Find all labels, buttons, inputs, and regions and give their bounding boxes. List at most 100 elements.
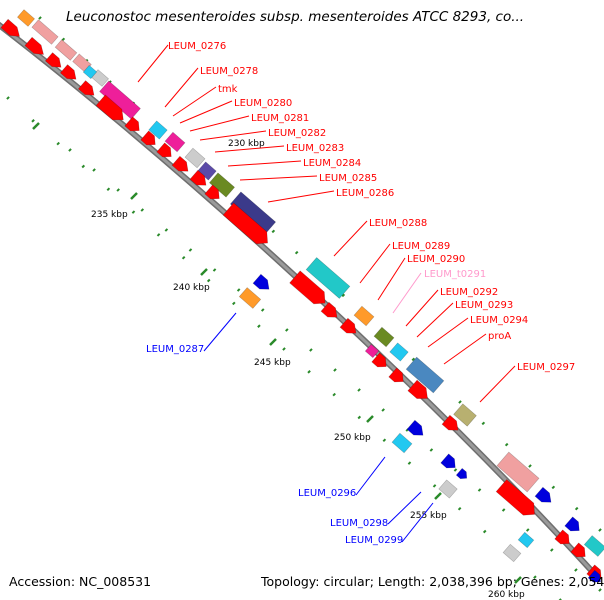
gene-block bbox=[77, 80, 95, 96]
label-leader bbox=[267, 190, 335, 203]
scale-dot bbox=[533, 575, 537, 579]
scale-dot bbox=[481, 421, 486, 426]
gene-block bbox=[289, 270, 326, 305]
gene-block bbox=[171, 155, 189, 172]
gene-block bbox=[583, 535, 604, 557]
gene-block bbox=[405, 356, 445, 394]
gene-label: LEUM_0276 bbox=[168, 41, 226, 52]
scale-dot bbox=[271, 229, 276, 234]
gene-block bbox=[495, 479, 535, 516]
label-leader bbox=[416, 302, 454, 338]
map-title: Leuconostoc mesenteroides subsp. mesente… bbox=[66, 9, 525, 25]
scale-dot bbox=[482, 529, 487, 534]
scale-dot bbox=[285, 328, 289, 332]
scale-dot bbox=[294, 250, 299, 255]
scale-dot bbox=[429, 448, 434, 452]
label-leader bbox=[189, 115, 250, 132]
gene-block bbox=[438, 479, 458, 499]
gene-block bbox=[371, 352, 387, 368]
gene-block bbox=[455, 467, 468, 480]
gene-block bbox=[554, 529, 570, 545]
gene-label: LEUM_0290 bbox=[407, 254, 465, 265]
gene-block bbox=[339, 317, 357, 334]
gene-block bbox=[222, 202, 268, 245]
scale-dot bbox=[282, 347, 286, 351]
scale-dot bbox=[156, 233, 161, 237]
gene-block bbox=[124, 116, 140, 132]
gene-block bbox=[197, 161, 217, 181]
gene-label: LEUM_0280 bbox=[234, 98, 292, 109]
gene-block bbox=[189, 169, 207, 186]
gene-label: LEUM_0284 bbox=[303, 158, 361, 169]
scale-dot bbox=[457, 506, 462, 511]
scale-dot bbox=[260, 308, 265, 312]
gene-block bbox=[534, 486, 552, 503]
label-leader bbox=[333, 220, 368, 257]
gene-block bbox=[54, 39, 78, 61]
label-leader bbox=[214, 145, 285, 153]
gene-label: LEUM_0281 bbox=[251, 113, 309, 124]
scale-dot bbox=[31, 119, 35, 123]
gene-block bbox=[441, 414, 459, 431]
gene-block bbox=[44, 52, 62, 68]
gene-block bbox=[353, 305, 375, 327]
gene-block bbox=[388, 367, 404, 383]
scale-dot bbox=[551, 485, 556, 490]
tick-mark bbox=[130, 192, 138, 200]
scale-dot bbox=[212, 268, 217, 272]
gene-block bbox=[320, 301, 338, 318]
scale-dot bbox=[574, 568, 578, 572]
label-leader bbox=[359, 243, 391, 284]
scale-dot bbox=[381, 408, 385, 412]
gene-label: LEUM_0292 bbox=[440, 287, 498, 298]
gene-label: LEUM_0294 bbox=[470, 315, 528, 326]
label-leader bbox=[427, 317, 469, 348]
scale-dot bbox=[206, 278, 211, 283]
label-leader bbox=[179, 100, 233, 124]
gene-label: LEUM_0286 bbox=[336, 188, 394, 199]
gene-block bbox=[564, 516, 580, 532]
label-leader bbox=[401, 502, 434, 543]
tick-label: 255 kbp bbox=[410, 511, 447, 521]
gene-label: LEUM_0297 bbox=[517, 362, 575, 373]
gene-block bbox=[406, 419, 424, 436]
gene-block bbox=[164, 131, 186, 153]
gene-block bbox=[156, 142, 172, 158]
scale-dot bbox=[188, 248, 193, 252]
scale-dot bbox=[411, 357, 416, 362]
gene-block bbox=[238, 287, 262, 309]
gene-block bbox=[82, 64, 98, 80]
gene-block bbox=[517, 531, 535, 549]
scale-dot bbox=[236, 288, 241, 292]
scale-dot bbox=[458, 400, 462, 404]
label-leader bbox=[355, 456, 386, 496]
gene-label: LEUM_0298 bbox=[330, 518, 388, 529]
gene-label: LEUM_0285 bbox=[319, 173, 377, 184]
gene-block bbox=[17, 9, 35, 27]
gene-block bbox=[31, 19, 59, 45]
scale-dot bbox=[407, 461, 412, 465]
scale-dot bbox=[140, 208, 145, 212]
tick-mark bbox=[434, 492, 442, 500]
tick-label: 250 kbp bbox=[334, 433, 371, 443]
tick-mark bbox=[32, 122, 40, 130]
label-leader bbox=[479, 365, 516, 403]
scale-dot bbox=[432, 484, 437, 488]
label-leader bbox=[387, 491, 422, 525]
gene-block bbox=[24, 36, 44, 55]
gene-block bbox=[59, 64, 77, 80]
gene-labels: LEUM_0276LEUM_0278tmkLEUM_0280LEUM_0281L… bbox=[137, 41, 575, 546]
gene-block bbox=[0, 18, 20, 37]
scale-dot bbox=[598, 588, 602, 592]
gene-block bbox=[204, 184, 220, 200]
accession-text: Accession: NC_008531 bbox=[9, 574, 152, 589]
tick-label: 240 kbp bbox=[173, 283, 210, 293]
scale-dot bbox=[453, 468, 458, 472]
scale-dot bbox=[307, 370, 311, 374]
scale-dot bbox=[56, 141, 60, 146]
scale-dot bbox=[81, 164, 86, 169]
gene-label: tmk bbox=[218, 84, 238, 95]
label-leader bbox=[227, 160, 302, 167]
scale-dot bbox=[92, 168, 96, 172]
